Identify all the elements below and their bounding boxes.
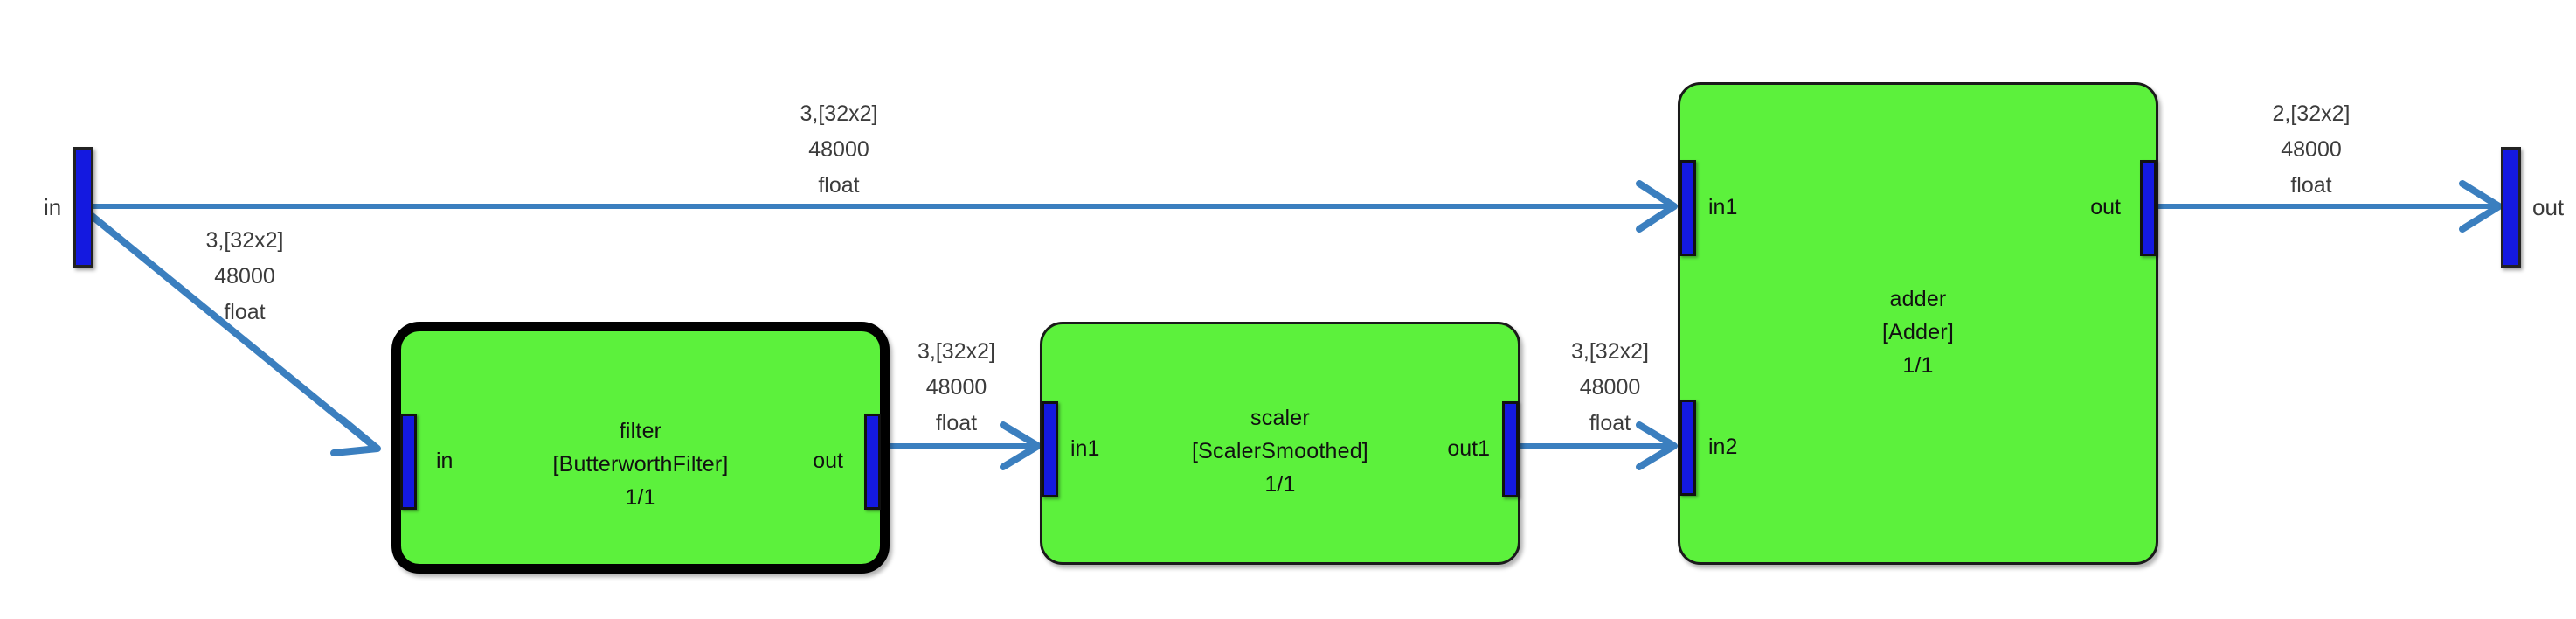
node-adder-ratio: 1/1 <box>1902 353 1934 378</box>
node-scaler-port-in1[interactable] <box>1042 401 1058 497</box>
node-filter-type: [ButterworthFilter] <box>552 452 729 476</box>
node-scaler[interactable]: in1 out1 scaler [ScalerSmoothed] 1/1 <box>1040 322 1520 565</box>
graph-output-terminal-label: out <box>2532 194 2565 220</box>
node-adder-port-out[interactable] <box>2140 160 2157 256</box>
edge-adder-out-to-out[interactable] <box>2158 180 2503 233</box>
graph-output-terminal[interactable] <box>2501 147 2521 268</box>
node-filter-port-in-label: in <box>436 449 454 473</box>
edge-in-to-adder-in1[interactable] <box>91 180 1678 233</box>
node-filter-port-out[interactable] <box>864 414 881 510</box>
node-scaler-port-out1-label: out1 <box>1447 436 1490 461</box>
graph-input-terminal[interactable] <box>73 147 93 268</box>
node-filter-name: filter <box>619 419 662 443</box>
node-scaler-type: [ScalerSmoothed] <box>1192 439 1368 463</box>
graph-input-terminal-label: in <box>44 194 62 220</box>
node-adder[interactable]: in1 in2 out adder [Adder] 1/1 <box>1678 82 2158 565</box>
edge-filter-out-to-scaler-in1[interactable] <box>887 421 1042 470</box>
node-adder-name: adder <box>1889 287 1947 311</box>
node-filter[interactable]: in out filter [ButterworthFilter] 1/1 <box>391 322 890 574</box>
node-adder-port-in2-label: in2 <box>1708 435 1738 459</box>
node-filter-port-in[interactable] <box>400 414 417 510</box>
node-scaler-port-in1-label: in1 <box>1070 436 1100 461</box>
node-filter-ratio: 1/1 <box>625 485 656 510</box>
node-adder-port-in2[interactable] <box>1679 400 1696 496</box>
edge-in-to-filter-in[interactable] <box>88 212 381 456</box>
node-scaler-port-out1[interactable] <box>1502 401 1519 497</box>
node-adder-port-in1[interactable] <box>1679 160 1696 256</box>
node-adder-port-in1-label: in1 <box>1708 195 1738 219</box>
node-adder-port-out-label: out <box>2090 195 2121 219</box>
node-filter-port-out-label: out <box>813 449 843 473</box>
edge-scaler-out1-to-adder-in2[interactable] <box>1520 421 1678 470</box>
node-adder-type: [Adder] <box>1881 320 1954 344</box>
node-scaler-name: scaler <box>1250 406 1310 430</box>
node-scaler-ratio: 1/1 <box>1264 472 1296 497</box>
